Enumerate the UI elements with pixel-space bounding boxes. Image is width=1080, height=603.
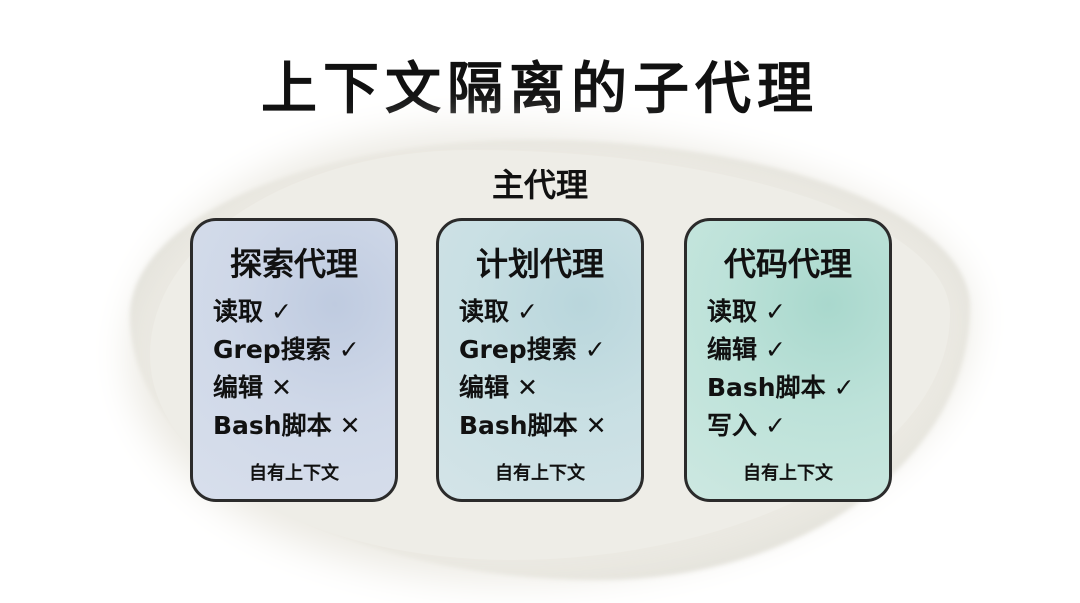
tool-label: 读取 (459, 297, 510, 326)
cross-icon: ✕ (517, 373, 538, 402)
cross-icon: ✕ (339, 411, 361, 440)
tool-label: 读取 (707, 297, 758, 326)
tool-label: Bash脚本 (459, 411, 578, 440)
code-agent-card: 代码代理 读取✓ 编辑✓ Bash脚本✓ 写入✓ 自有上下文 (684, 218, 892, 502)
check-icon: ✓ (338, 335, 360, 364)
tool-label: 读取 (213, 297, 264, 326)
check-icon: ✓ (517, 297, 538, 326)
check-icon: ✓ (833, 373, 855, 402)
card-footer: 自有上下文 (743, 463, 833, 484)
check-icon: ✓ (584, 335, 606, 364)
main-agent-label: 主代理 (491, 166, 588, 204)
tool-item: 读取✓ (707, 293, 855, 331)
cross-icon: ✕ (271, 373, 292, 402)
tool-item: 写入✓ (707, 407, 855, 445)
tool-label: 编辑 (707, 335, 758, 364)
tool-label: Grep搜索 (459, 335, 577, 364)
card-title: 计划代理 (475, 245, 604, 283)
check-icon: ✓ (765, 297, 786, 326)
tool-label: Bash脚本 (213, 411, 332, 440)
tool-item: 编辑✕ (459, 369, 607, 407)
card-footer: 自有上下文 (495, 463, 585, 484)
tool-item: 读取✓ (213, 293, 361, 331)
tool-label: Bash脚本 (707, 373, 826, 402)
tool-item: Bash脚本✕ (213, 407, 361, 445)
tool-item: Grep搜索✓ (213, 331, 361, 369)
tool-item: Bash脚本✕ (459, 407, 607, 445)
tool-list: 读取✓ 编辑✓ Bash脚本✓ 写入✓ (707, 293, 855, 445)
check-icon: ✓ (765, 335, 786, 364)
tool-item: 编辑✕ (213, 369, 361, 407)
explore-agent-card: 探索代理 读取✓ Grep搜索✓ 编辑✕ Bash脚本✕ 自有上下文 (190, 218, 398, 502)
tool-label: 编辑 (213, 373, 264, 402)
tool-item: Bash脚本✓ (707, 369, 855, 407)
tool-label: 编辑 (459, 373, 510, 402)
cross-icon: ✕ (585, 411, 607, 440)
tool-list: 读取✓ Grep搜索✓ 编辑✕ Bash脚本✕ (459, 293, 607, 445)
diagram-title: 上下文隔离的子代理 (261, 57, 819, 122)
tool-label: 写入 (707, 411, 758, 440)
tool-list: 读取✓ Grep搜索✓ 编辑✕ Bash脚本✕ (213, 293, 361, 445)
tool-item: Grep搜索✓ (459, 331, 607, 369)
check-icon: ✓ (271, 297, 292, 326)
tool-item: 编辑✓ (707, 331, 855, 369)
tool-item: 读取✓ (459, 293, 607, 331)
card-title: 探索代理 (229, 245, 358, 283)
plan-agent-card: 计划代理 读取✓ Grep搜索✓ 编辑✕ Bash脚本✕ 自有上下文 (436, 218, 644, 502)
tool-label: Grep搜索 (213, 335, 331, 364)
card-footer: 自有上下文 (249, 463, 339, 484)
check-icon: ✓ (765, 411, 786, 440)
card-title: 代码代理 (723, 245, 852, 283)
